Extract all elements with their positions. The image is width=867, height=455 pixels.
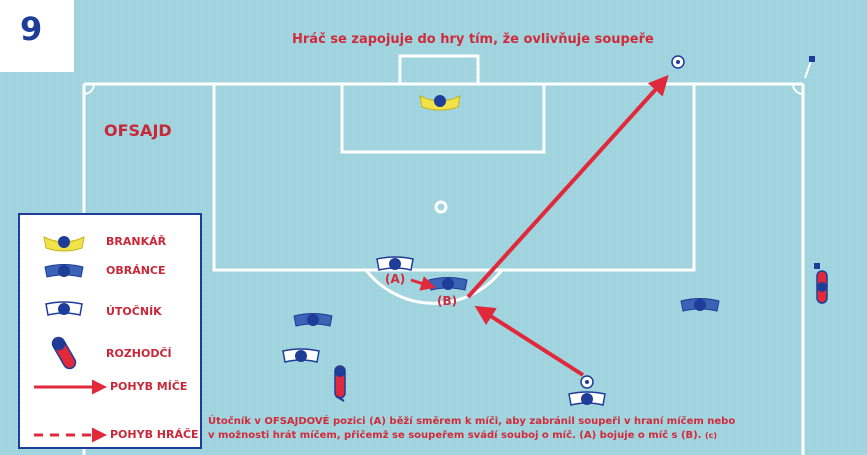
legend: BRANKÁŘ OBRÁNCE ÚTOČNÍK ROZHODČÍ POHYB M… bbox=[18, 213, 202, 449]
attacker-icon bbox=[376, 256, 414, 271]
attacker-icon bbox=[45, 301, 83, 316]
defender-icon bbox=[428, 277, 468, 291]
penalty-arc bbox=[364, 269, 504, 305]
referee-icon bbox=[334, 365, 346, 402]
attacker-run-arrow bbox=[410, 276, 436, 291]
caption-line-2: v možnosti hrát míčem, přičemž se soupeř… bbox=[208, 430, 702, 441]
penalty-spot bbox=[434, 200, 448, 214]
corner-flag-icon bbox=[804, 56, 815, 79]
legend-goalkeeper-label: BRANKÁŘ bbox=[106, 235, 167, 248]
figure-number: 9 bbox=[20, 10, 43, 48]
copyright-mark: (c) bbox=[705, 431, 718, 440]
goalkeeper-icon bbox=[419, 95, 461, 111]
corner-arc-right bbox=[792, 83, 804, 95]
goalkeeper-icon bbox=[43, 236, 85, 252]
defender-icon bbox=[680, 298, 720, 312]
defender-icon bbox=[293, 313, 333, 327]
figure-number-box: 9 bbox=[0, 0, 74, 72]
legend-icons bbox=[34, 236, 107, 443]
caption-line-1: Útočník v OFSAJDOVÉ pozici (A) běží směr… bbox=[208, 416, 736, 427]
attacker-icon bbox=[568, 391, 606, 406]
legend-referee-label: ROZHODČÍ bbox=[106, 347, 172, 360]
referee-icon bbox=[51, 336, 77, 370]
caption: Útočník v OFSAJDOVÉ pozici (A) běží směr… bbox=[208, 415, 735, 443]
position-b-label: (B) bbox=[437, 294, 458, 308]
legend-attacker-label: ÚTOČNÍK bbox=[106, 305, 162, 318]
caption-line-2-wrap: v možnosti hrát míčem, přičemž se soupeř… bbox=[208, 429, 735, 443]
corner-flag-icon bbox=[814, 263, 820, 269]
player-movement-arrow bbox=[474, 305, 585, 377]
ball-movement-arrow bbox=[466, 75, 669, 299]
ball-icon bbox=[580, 375, 594, 389]
diagram-title: Hráč se zapojuje do hry tím, že ovlivňuj… bbox=[292, 32, 654, 47]
legend-player-movement-label: POHYB HRÁČE bbox=[110, 428, 199, 441]
legend-defender-label: OBRÁNCE bbox=[106, 264, 166, 277]
defender-icon bbox=[44, 264, 84, 278]
referee-icon bbox=[816, 270, 828, 304]
legend-ball-movement-label: POHYB MÍČE bbox=[110, 380, 188, 393]
attacker-icon bbox=[282, 348, 320, 363]
corner-arc-left bbox=[83, 83, 95, 95]
offside-label: OFSAJD bbox=[104, 121, 172, 140]
goal bbox=[398, 54, 480, 86]
position-a-label: (A) bbox=[385, 272, 406, 286]
ball-icon bbox=[671, 55, 685, 69]
